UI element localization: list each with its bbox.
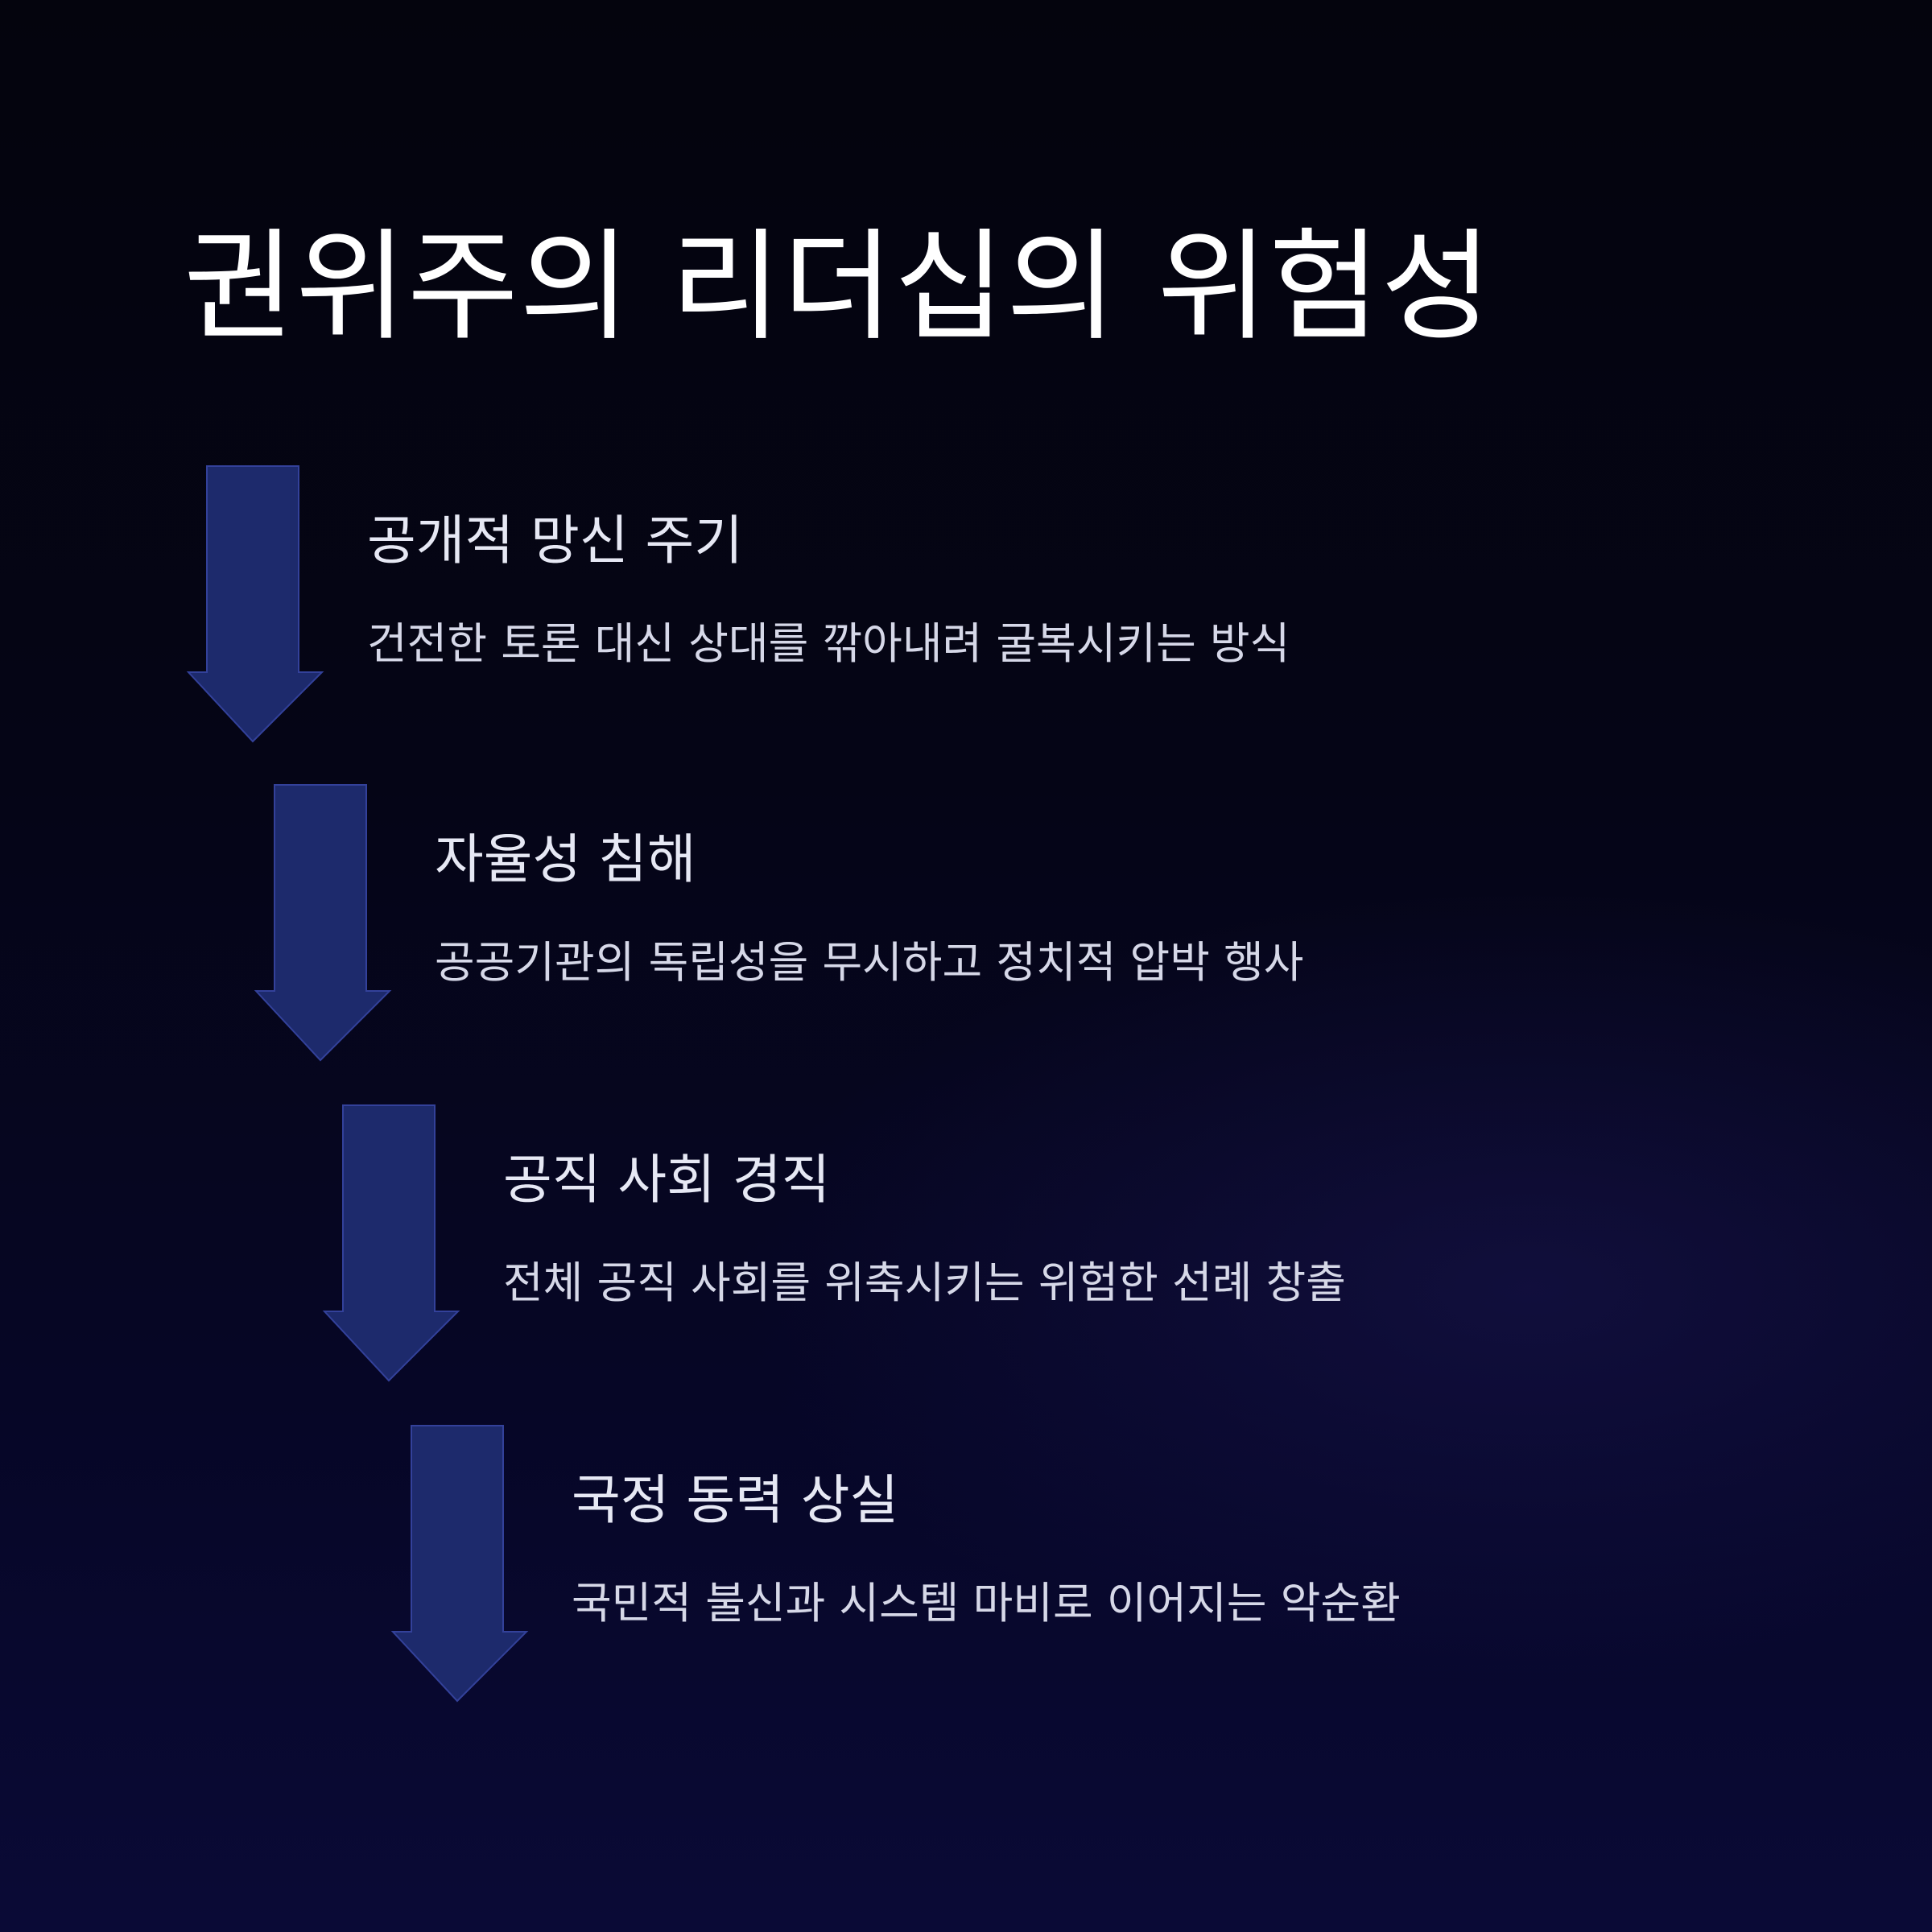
step-heading: 공개적 망신 주기 — [367, 510, 743, 572]
arrow-down-icon — [186, 465, 324, 743]
step-description: 전체 공직 사회를 위축시키는 위험한 선례 창출 — [503, 1257, 1346, 1308]
step-heading: 공직 사회 경직 — [503, 1149, 831, 1211]
step-heading: 자율성 침해 — [435, 828, 696, 890]
arrow-down-icon — [322, 1104, 460, 1382]
step-description: 국민적 불신과 시스템 마비로 이어지는 악순환 — [572, 1578, 1401, 1629]
flow-step: 공개적 망신 주기 건전한 토론 대신 상대를 깎아내려 굴복시키는 방식 — [184, 465, 1552, 747]
step-description: 공공기관의 독립성을 무시하고 정치적 압박 행사 — [435, 937, 1304, 988]
page-title: 권위주의 리더십의 위험성 — [184, 217, 1493, 357]
arrow-down-icon — [254, 784, 392, 1062]
step-description: 건전한 토론 대신 상대를 깎아내려 굴복시키는 방식 — [367, 618, 1290, 669]
arrow-down-icon — [390, 1425, 529, 1703]
flow-step: 공직 사회 경직 전체 공직 사회를 위축시키는 위험한 선례 창출 — [320, 1104, 1688, 1386]
flow-step: 자율성 침해 공공기관의 독립성을 무시하고 정치적 압박 행사 — [251, 784, 1620, 1066]
step-heading: 국정 동력 상실 — [572, 1469, 899, 1531]
flow-step: 국정 동력 상실 국민적 불신과 시스템 마비로 이어지는 악순환 — [388, 1425, 1757, 1707]
